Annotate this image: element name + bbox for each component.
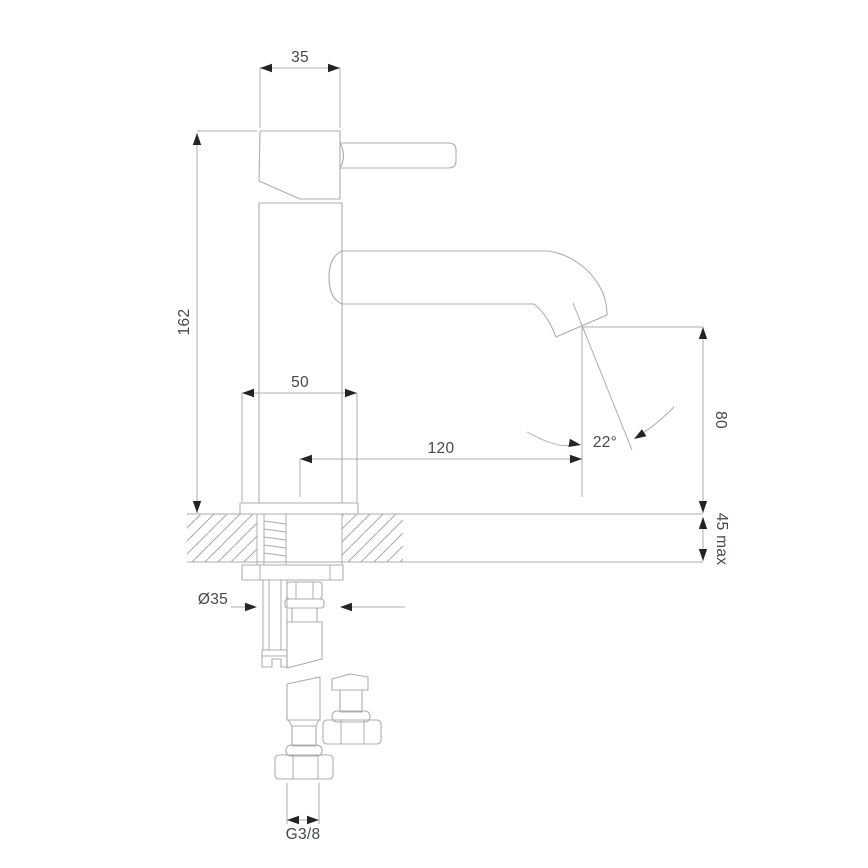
dim-label-spout-reach: 120 [428, 440, 455, 457]
hose-ring [285, 744, 323, 757]
dim-label-deck-thickness: 45 max [713, 513, 730, 566]
arrowhead [307, 815, 319, 825]
angle-arc-right [639, 406, 675, 436]
dim-label-thread-size: G3/8 [286, 826, 321, 843]
arrowhead [245, 602, 257, 612]
angle-arc-left [526, 431, 576, 447]
dim-label-top-width: 35 [291, 49, 309, 66]
arrowhead [192, 133, 202, 145]
hose-braid-upper [286, 621, 323, 669]
supply-hose-attached [274, 581, 334, 780]
angle-reference-line-22deg [572, 302, 633, 451]
countertop-hatch-right [342, 514, 403, 562]
dimension-base-width: 50 [241, 374, 358, 502]
hose2-ring [331, 710, 371, 723]
threaded-rod [262, 580, 288, 650]
fixing-assembly [241, 514, 344, 668]
arrowhead [698, 517, 708, 529]
handle-joint-arc [339, 142, 345, 169]
arrowhead [192, 501, 202, 513]
arrowhead [328, 63, 340, 73]
dimension-top-width: 35 [259, 49, 341, 128]
arrowhead [345, 388, 357, 398]
hose-tube-upper [291, 607, 318, 623]
rod-slotted-cap [261, 649, 288, 668]
supply-hose-loose-end [322, 673, 382, 745]
hose-tube-lower [291, 725, 317, 747]
arrowhead [631, 429, 647, 443]
arrowhead [698, 501, 708, 513]
arrowhead [300, 454, 312, 464]
clamping-washer [241, 564, 344, 581]
dimension-deck-thickness: 45 max [698, 513, 730, 566]
spout-angle-construction: 22° [526, 302, 675, 497]
dimension-thread-size: G3/8 [286, 783, 321, 843]
dim-label-hole-diameter: Ø35 [198, 591, 228, 608]
arrowhead [568, 438, 582, 450]
arrowhead [260, 63, 272, 73]
hose-braid-lower [286, 676, 321, 721]
hose-taper-lines [287, 719, 320, 727]
dim-label-outlet-height: 80 [712, 411, 729, 429]
hose2-braid-stub [331, 673, 369, 691]
dim-label-spout-angle: 22° [593, 434, 617, 451]
arrowhead [287, 815, 299, 825]
faucet-head [258, 130, 341, 200]
dimension-hole-diameter: Ø35 [198, 591, 405, 612]
dim-label-total-height: 162 [176, 309, 193, 336]
faucet-outline [239, 130, 608, 515]
hose-hex-fitting [286, 581, 323, 600]
faucet-handle-lever [339, 142, 457, 169]
arrowhead [698, 549, 708, 561]
arrowhead [340, 602, 352, 612]
arrowhead [570, 454, 582, 464]
thread-ticks [263, 520, 287, 557]
dimension-spout-reach: 120 [299, 440, 582, 497]
hose-collar [284, 598, 325, 609]
arrowhead [698, 327, 708, 339]
hose2-hex-nut [322, 719, 382, 745]
arrowhead [242, 388, 254, 398]
spout-root-dome [328, 250, 343, 305]
faucet-base-plate [239, 502, 359, 515]
dimension-outlet-height: 80 [583, 326, 729, 513]
dimension-total-height: 162 [176, 130, 257, 513]
hose2-tube [339, 689, 363, 713]
dim-label-base-width: 50 [291, 374, 309, 391]
faucet-body-column [258, 202, 343, 504]
hose-end-hex-nut [274, 754, 334, 780]
faucet-spout [341, 250, 608, 338]
countertop-section [187, 513, 703, 565]
countertop-hatch-left [187, 514, 257, 562]
